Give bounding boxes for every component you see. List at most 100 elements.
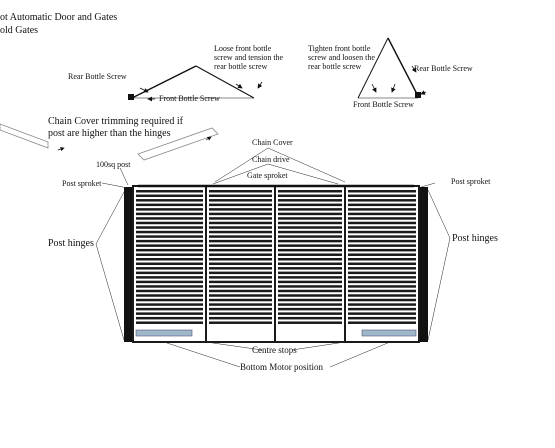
gate-slat — [209, 258, 272, 261]
gate-sproket-label: Gate sproket — [247, 171, 288, 180]
bottle-screw-diagram-left — [128, 65, 263, 102]
gate-slat — [348, 262, 416, 266]
gate-slat — [278, 194, 342, 198]
gate-slat — [209, 244, 272, 247]
gate-slat — [348, 235, 416, 238]
gate-slat — [209, 312, 272, 315]
gate-slat — [209, 235, 272, 238]
gate-slat — [136, 267, 203, 270]
gate-slat — [136, 199, 203, 202]
gate-slat — [348, 253, 416, 256]
front-bottle-screw-line — [195, 65, 255, 99]
gate-slat — [278, 235, 342, 238]
gate-slat — [136, 212, 203, 216]
gate-slat — [136, 221, 203, 225]
gate-slat — [136, 226, 203, 229]
gate-slat — [136, 271, 203, 275]
gate-slat — [136, 239, 203, 243]
gate-slat — [136, 280, 203, 284]
gate-slat — [209, 239, 272, 243]
gate-slat — [209, 221, 272, 225]
bottle-screw-note-left: Loose front bottle screw and tension the… — [214, 44, 284, 72]
gate-slat — [278, 285, 342, 288]
gate-slat — [348, 267, 416, 270]
gate-slat — [348, 212, 416, 216]
gate-slat — [278, 262, 342, 266]
gate-slat — [209, 217, 272, 220]
gate-slat — [348, 199, 416, 202]
gate-slat — [136, 312, 203, 315]
gate-slat — [348, 294, 416, 297]
gate-slat — [136, 289, 203, 293]
gate-slat — [209, 271, 272, 275]
gate-slat — [348, 298, 416, 302]
gate-slat — [278, 316, 342, 320]
gate-slat — [209, 321, 272, 324]
gate-slat — [348, 321, 416, 324]
gate-slat — [209, 212, 272, 216]
gate-slat — [278, 190, 342, 193]
gate-slat — [209, 280, 272, 284]
chain-cover-sketch — [0, 123, 219, 161]
rear-bottle-screw-label-left: Rear Bottle Screw — [68, 72, 127, 81]
post-size-label: 100sq post — [96, 160, 131, 169]
bottom-motor-position-label: Bottom Motor position — [240, 362, 324, 372]
gate-slat — [136, 294, 203, 297]
gate-slat — [278, 294, 342, 297]
gate-slat — [348, 208, 416, 211]
gate-slat — [348, 230, 416, 234]
gate-slat — [136, 307, 203, 311]
motor-left — [135, 329, 193, 337]
gate-slat — [136, 190, 203, 193]
centre-stops-label: Centre stops — [252, 345, 297, 355]
post-sproket-label-left: Post sproket — [62, 179, 102, 188]
gate-slat — [278, 271, 342, 275]
gate-slat — [278, 312, 342, 315]
post-right — [419, 187, 428, 342]
gate-slat — [209, 303, 272, 306]
gate-slat — [278, 289, 342, 293]
gate-slat — [136, 253, 203, 256]
rear-bottle-screw-line — [387, 37, 419, 97]
gate-slat — [348, 248, 416, 252]
gate-slat — [348, 276, 416, 279]
gate-slat — [136, 244, 203, 247]
gate-slat — [136, 276, 203, 279]
gate-slat — [209, 294, 272, 297]
header-title-line2: old Gates — [0, 25, 39, 36]
gate-slat — [278, 239, 342, 243]
gate-slat — [348, 312, 416, 315]
gate-slat — [209, 253, 272, 256]
gate-slat — [278, 307, 342, 311]
front-bottle-screw-label-left: Front Bottle Screw — [159, 94, 220, 103]
gate-slat — [209, 276, 272, 279]
gate-slat — [136, 316, 203, 320]
gate-slat — [136, 303, 203, 306]
gate-slat — [348, 285, 416, 288]
chain-cover-label: Chain Cover — [252, 138, 293, 147]
gate-slat — [136, 230, 203, 234]
gate-slat — [136, 321, 203, 324]
gate-slat — [209, 285, 272, 288]
post-sproket-label-right: Post sproket — [451, 177, 491, 186]
gate-slat — [348, 316, 416, 320]
gate-slat — [348, 226, 416, 229]
gate-slat — [209, 316, 272, 320]
gate-slat — [278, 244, 342, 247]
gate-slat — [209, 267, 272, 270]
gate-slat — [209, 194, 272, 198]
gate-slat — [209, 199, 272, 202]
gate-slat — [278, 258, 342, 261]
gate-slat — [209, 203, 272, 207]
gate-slat — [136, 248, 203, 252]
gate-slat — [348, 258, 416, 261]
gate-slat — [348, 203, 416, 207]
gate-slat — [278, 298, 342, 302]
gate-slat — [209, 262, 272, 266]
gate-slat — [278, 208, 342, 211]
gate-slat — [348, 289, 416, 293]
gate-slat — [348, 307, 416, 311]
gate-slat — [278, 212, 342, 216]
